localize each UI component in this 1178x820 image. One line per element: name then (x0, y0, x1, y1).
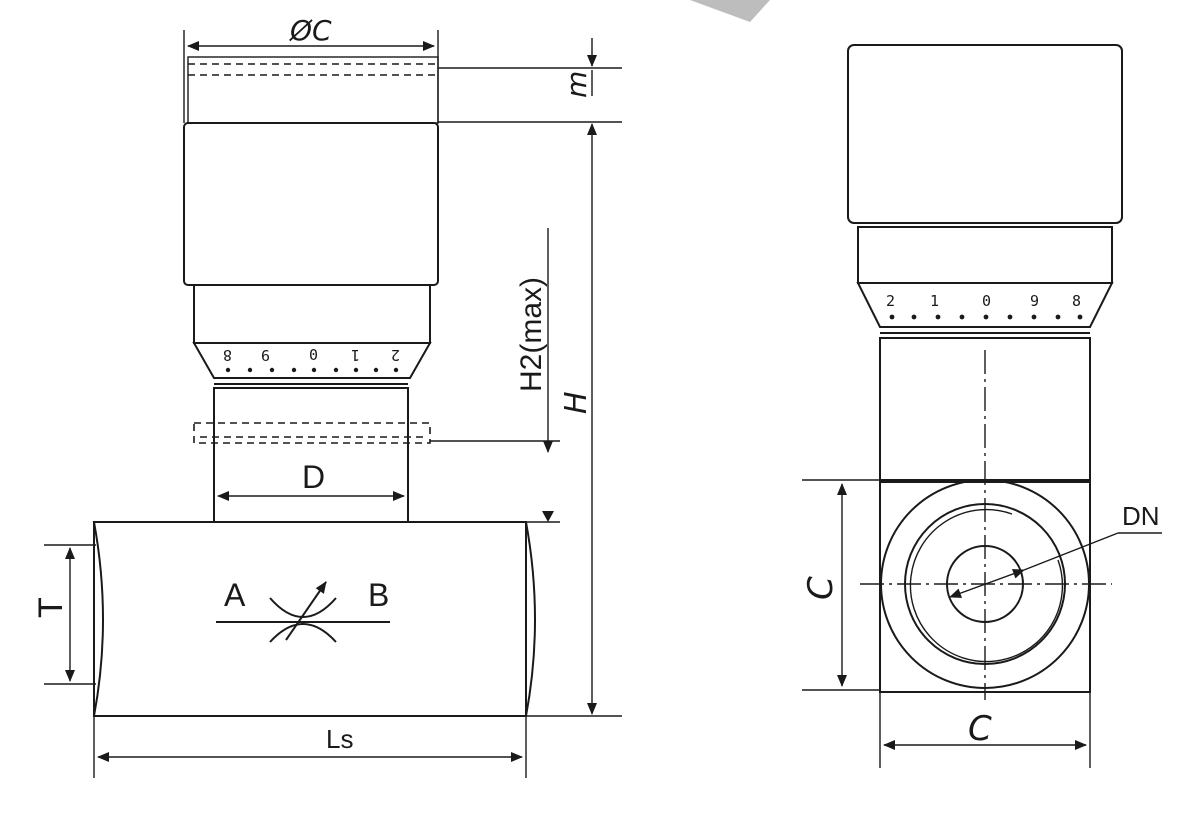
dashed-nut (193, 422, 431, 444)
scale-dots-left (225, 367, 399, 373)
scale-label: 1 (351, 346, 360, 364)
scale-label: 2 (391, 346, 400, 364)
knob-collar (193, 284, 431, 344)
front-view: 2 1 0 9 8 DN (847, 44, 1162, 700)
dim-h2-label: H2(max) (515, 277, 548, 392)
side-view-dimensions: ØC m H H2(max) D T Ls (32, 14, 622, 778)
front-view-dimensions: C C (801, 479, 1091, 768)
knob-cap-outline (187, 56, 439, 124)
dim-diameter-c-label: ØC (289, 14, 332, 47)
dim-m-label: m (560, 71, 593, 98)
dim-c-horizontal-label: C (968, 709, 992, 749)
scale-label: 0 (309, 346, 318, 364)
scale-label: 0 (982, 292, 991, 310)
dim-ls-label: Ls (326, 724, 353, 754)
scale-label: 8 (223, 346, 232, 364)
dn-leader (949, 569, 1025, 598)
port-a-label: A (224, 577, 246, 613)
scale-label: 9 (261, 346, 270, 364)
scale-ring (192, 342, 432, 379)
scale-label: 2 (886, 292, 895, 310)
side-view: 8 9 0 1 2 A B (92, 56, 536, 717)
scale-dots-right (889, 314, 1083, 320)
adjust-arrow (285, 581, 327, 641)
knurled-knob (847, 44, 1123, 224)
scale-label: 8 (1072, 292, 1081, 310)
scale-ring (856, 282, 1114, 328)
dim-t-label: T (32, 597, 70, 618)
scale-label: 9 (1030, 292, 1039, 310)
valve-body (92, 521, 536, 717)
stem (213, 387, 409, 523)
dn-label: DN (1122, 501, 1160, 531)
flow-restrictor-bottom (269, 623, 337, 643)
dn-leader-ext (1023, 532, 1119, 571)
port-thread (909, 508, 1064, 663)
port-b-label: B (368, 577, 389, 613)
dim-h-label: H (559, 391, 594, 414)
top-decor-shape (690, 0, 770, 22)
knurled-knob (183, 122, 439, 286)
dim-d-label: D (302, 459, 325, 495)
dim-c-vertical-label: C (801, 576, 841, 600)
scale-label: 1 (930, 292, 939, 310)
knob-collar (857, 226, 1113, 284)
